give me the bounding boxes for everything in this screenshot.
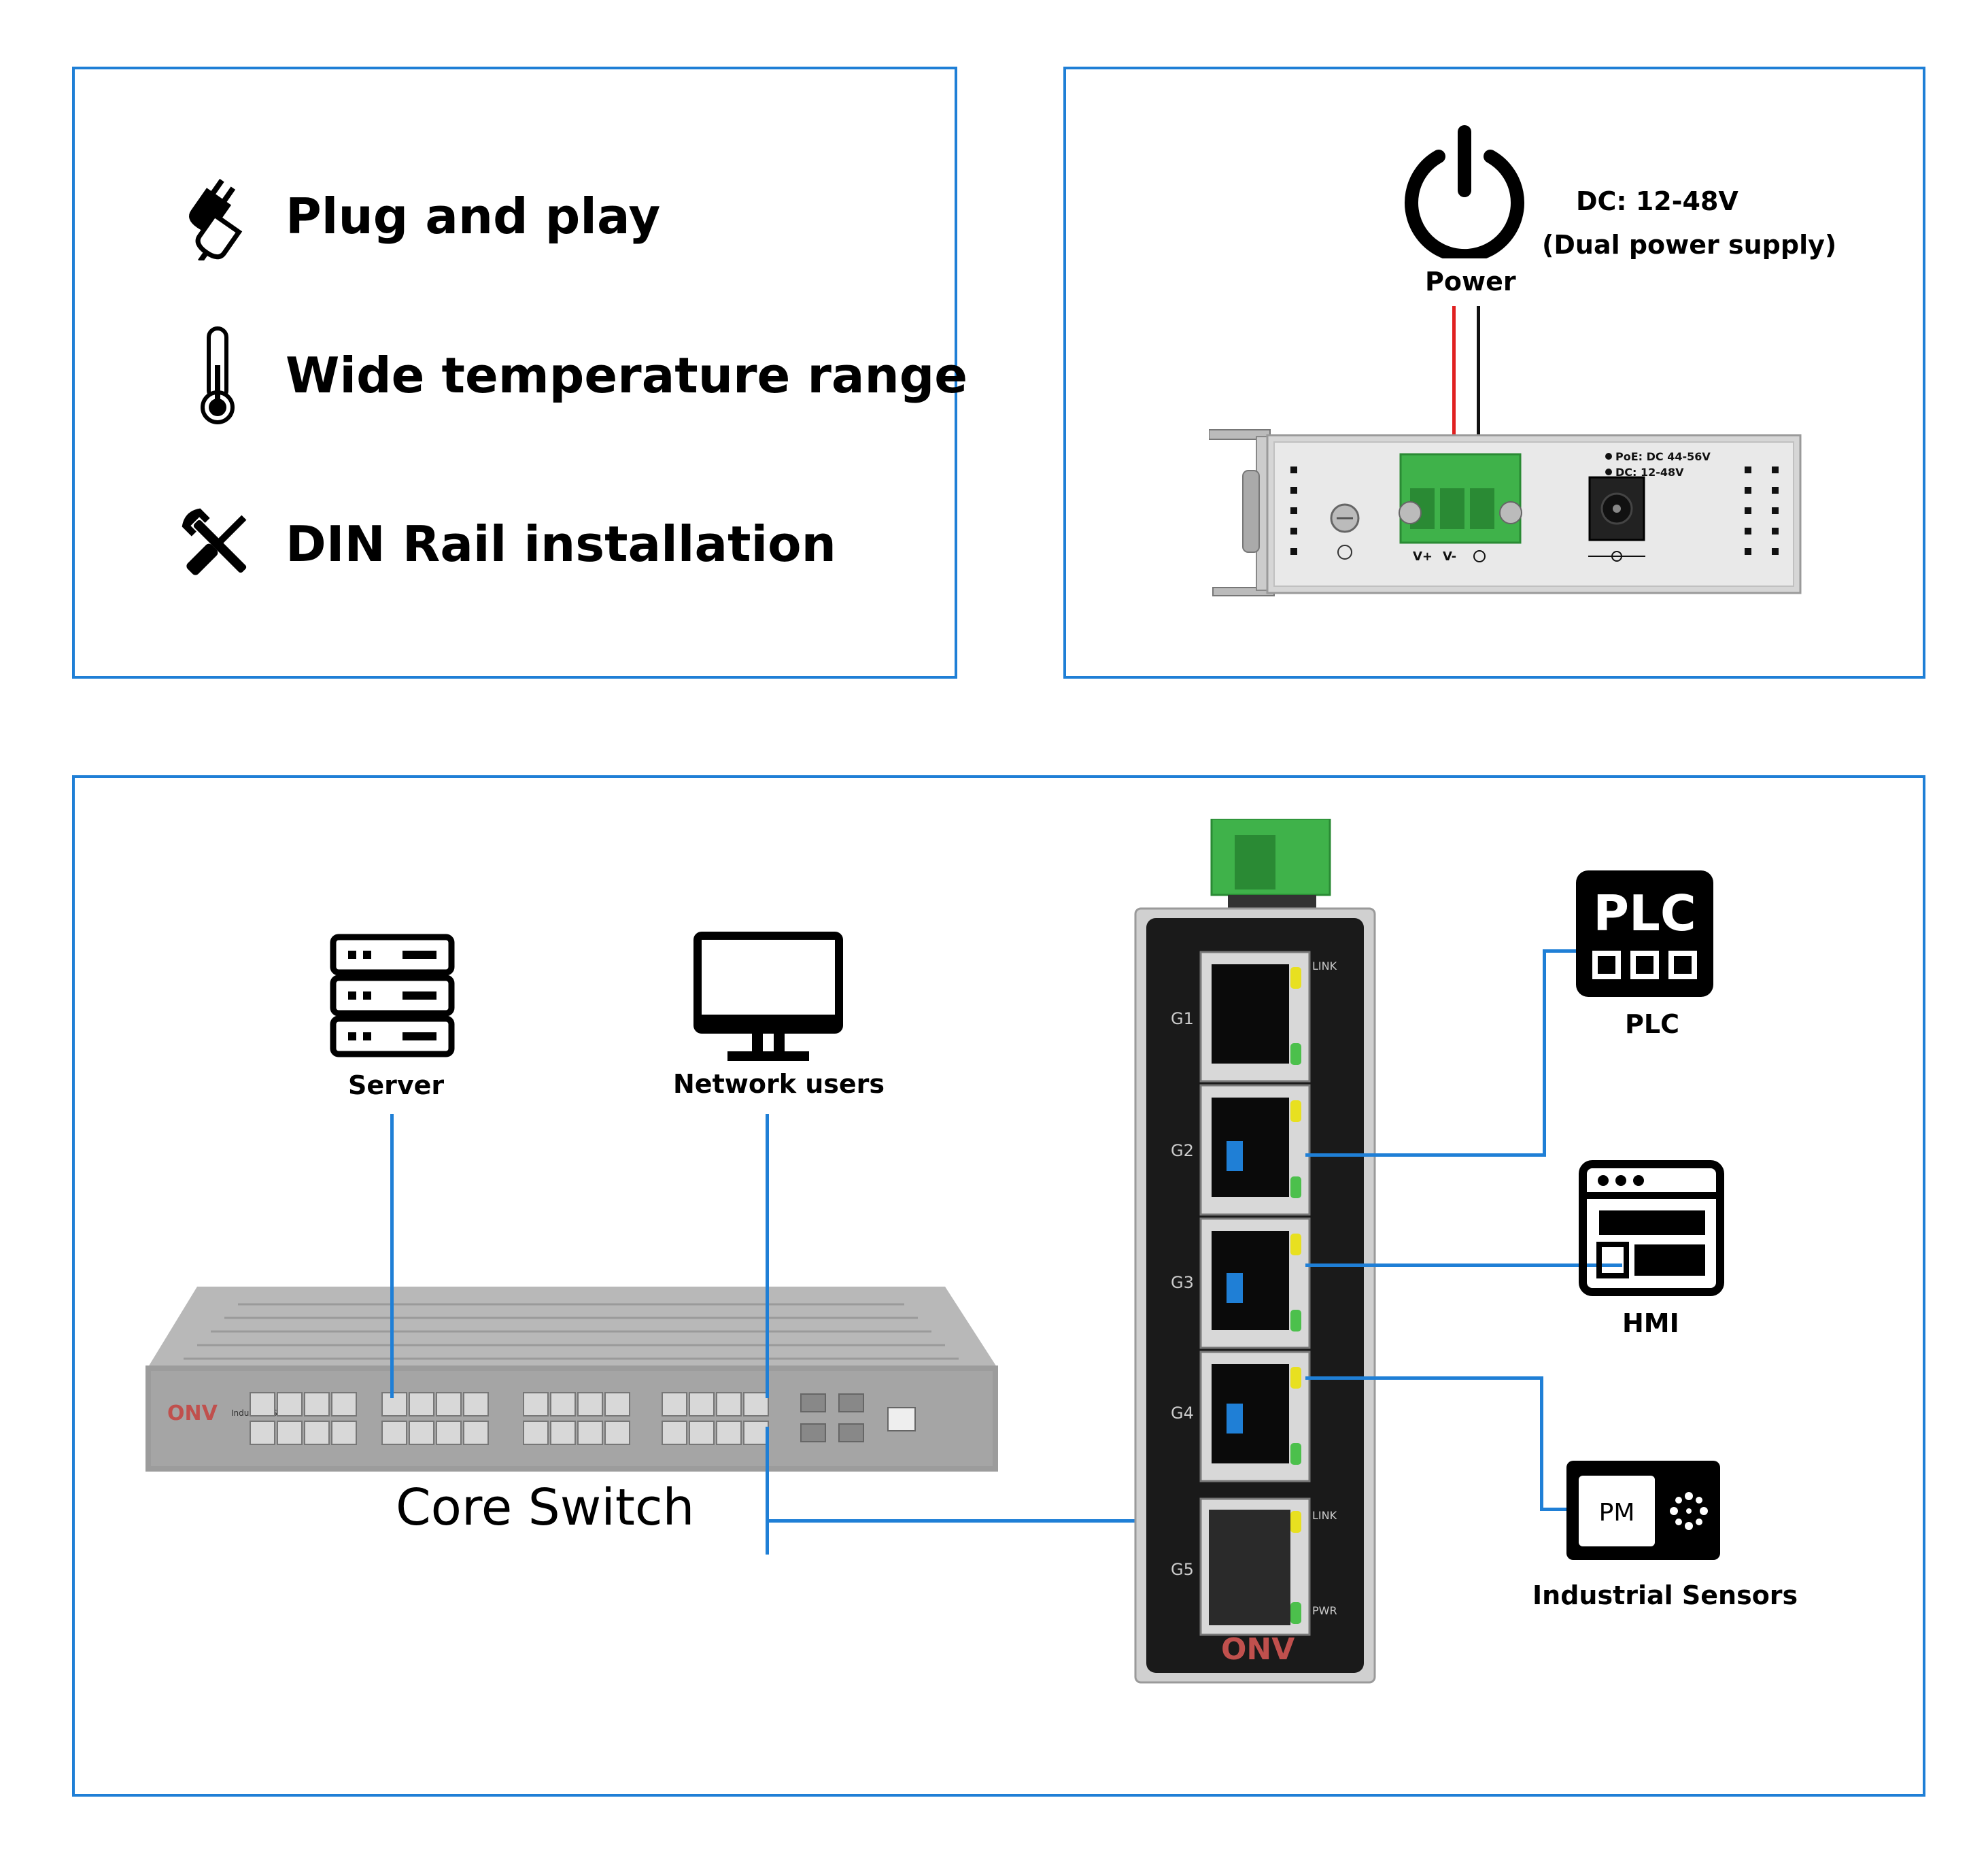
plc-label: PLC (1625, 1009, 1679, 1039)
feature-wide-temperature: Wide temperature range (170, 326, 968, 424)
din-rail-switch: G1 G2 G3 G4 G5 LINK LINK PWR ONV (1133, 817, 1377, 1689)
power-panel: Power DC: 12-48V (Dual power supply) (1063, 67, 1925, 679)
feature-din-rail: DIN Rail installation (170, 496, 836, 592)
feature-plug-and-play: Plug and play (170, 169, 660, 264)
core-switch-label: Core Switch (396, 1478, 695, 1537)
g4-sensor-line-v (1540, 1376, 1543, 1511)
hmi-label: HMI (1622, 1308, 1679, 1338)
switch-brand: ONV (1221, 1632, 1295, 1667)
port-g5-label: G5 (1171, 1560, 1194, 1579)
topology-panel: Server Network users ONV Industrial Swi (72, 775, 1925, 1797)
sensor-icon: PM (1566, 1461, 1720, 1560)
industrial-sensors-label: Industrial Sensors (1532, 1580, 1798, 1610)
port-g4-label: G4 (1171, 1404, 1194, 1423)
v-plus-text: V+ (1413, 549, 1433, 564)
link-led-label-bottom: LINK (1312, 1509, 1337, 1522)
features-panel: Plug and play Wide temperature range (72, 67, 967, 679)
feature-label: Wide temperature range (286, 347, 968, 404)
core-switch-brand: ONV (167, 1402, 218, 1425)
link-led-label-top: LINK (1312, 960, 1337, 972)
power-icon (1396, 122, 1532, 263)
power-spec-voltage: DC: 12-48V (1576, 186, 1738, 216)
feature-label: DIN Rail installation (286, 515, 836, 573)
core-uplink-line-vertical (766, 1427, 769, 1555)
server-icon (328, 932, 457, 1061)
switch-side-panel: PoE: DC 44-56V DC: 12-48V V+ V- (1208, 423, 1807, 600)
sensor-icon-text: PM (1599, 1499, 1635, 1527)
g2-plc-line-v (1543, 949, 1546, 1157)
pwr-led-label: PWR (1312, 1604, 1337, 1617)
port-g1-label: G1 (1171, 1009, 1194, 1028)
users-link-line (766, 1114, 769, 1398)
v-minus-text: V- (1443, 549, 1456, 564)
server-label: Server (348, 1070, 445, 1100)
dc-voltage-text: DC: 12-48V (1615, 466, 1684, 479)
thermometer-icon (170, 326, 265, 424)
g3-hmi-line (1305, 1263, 1622, 1267)
power-label: Power (1425, 267, 1516, 296)
server-link-line (390, 1114, 394, 1398)
monitor-icon (692, 930, 844, 1065)
negative-wire (1477, 306, 1480, 530)
plc-icon: PLC (1576, 870, 1713, 997)
network-users-label: Network users (673, 1069, 885, 1099)
hmi-icon (1579, 1160, 1724, 1296)
core-uplink-line-horizontal (766, 1519, 1311, 1523)
plug-icon (170, 169, 265, 264)
feature-label: Plug and play (286, 188, 661, 245)
positive-wire (1452, 306, 1456, 530)
plc-icon-text: PLC (1593, 885, 1696, 942)
port-g3-label: G3 (1171, 1273, 1194, 1292)
power-spec-dual: (Dual power supply) (1542, 230, 1837, 260)
port-g2-label: G2 (1171, 1141, 1194, 1160)
g2-plc-line-h1 (1305, 1153, 1546, 1157)
g4-sensor-line-h1 (1305, 1376, 1543, 1380)
tools-icon (170, 496, 265, 592)
core-switch: ONV Industrial Switch (143, 1284, 1001, 1476)
poe-voltage-text: PoE: DC 44-56V (1615, 450, 1711, 463)
